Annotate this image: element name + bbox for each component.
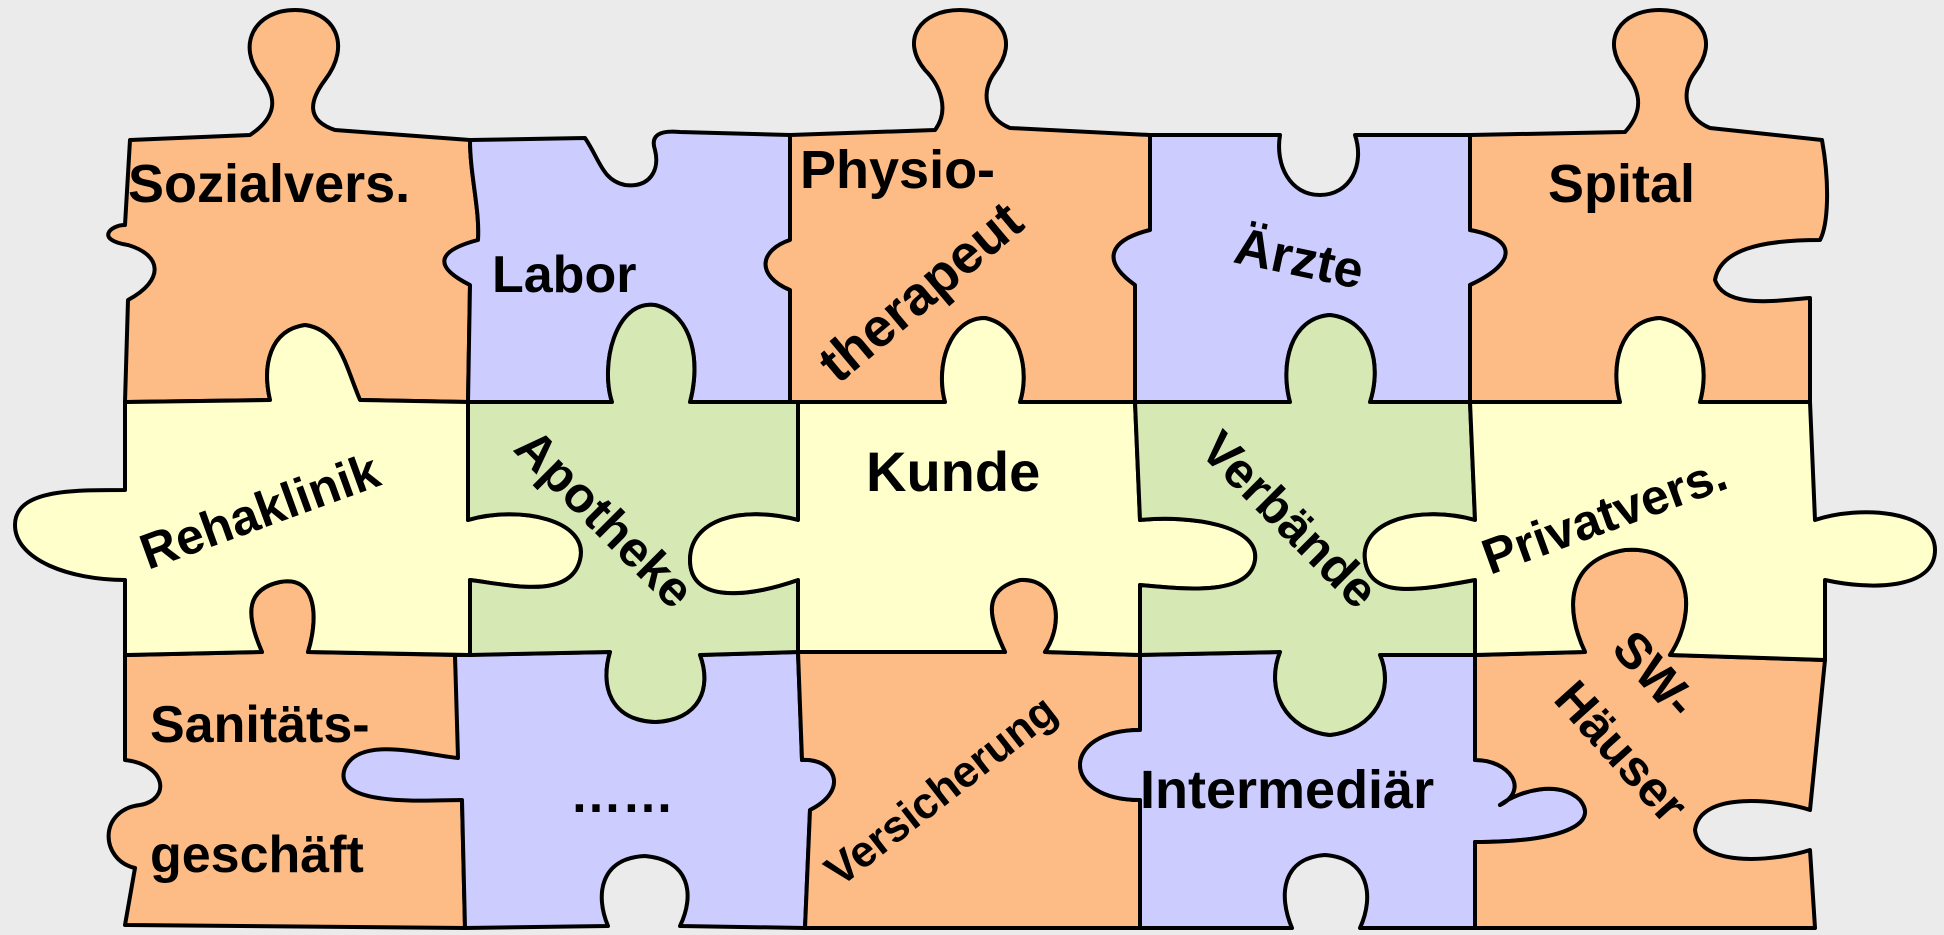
label-ellipsis: …… bbox=[570, 766, 674, 824]
label-spital: Spital bbox=[1548, 154, 1695, 214]
label-intermediaer: Intermediär bbox=[1140, 760, 1434, 820]
label-sanitaets-line1: Sanitäts- bbox=[150, 696, 370, 754]
piece-privatvers bbox=[1362, 316, 1937, 662]
label-sanitaets-line2: geschäft bbox=[150, 826, 364, 884]
label-kunde: Kunde bbox=[866, 440, 1040, 503]
piece-rehaklinik bbox=[13, 323, 583, 657]
label-sozialvers: Sozialvers. bbox=[128, 154, 410, 214]
label-labor: Labor bbox=[492, 246, 636, 304]
label-physio-line1: Physio- bbox=[800, 140, 995, 200]
